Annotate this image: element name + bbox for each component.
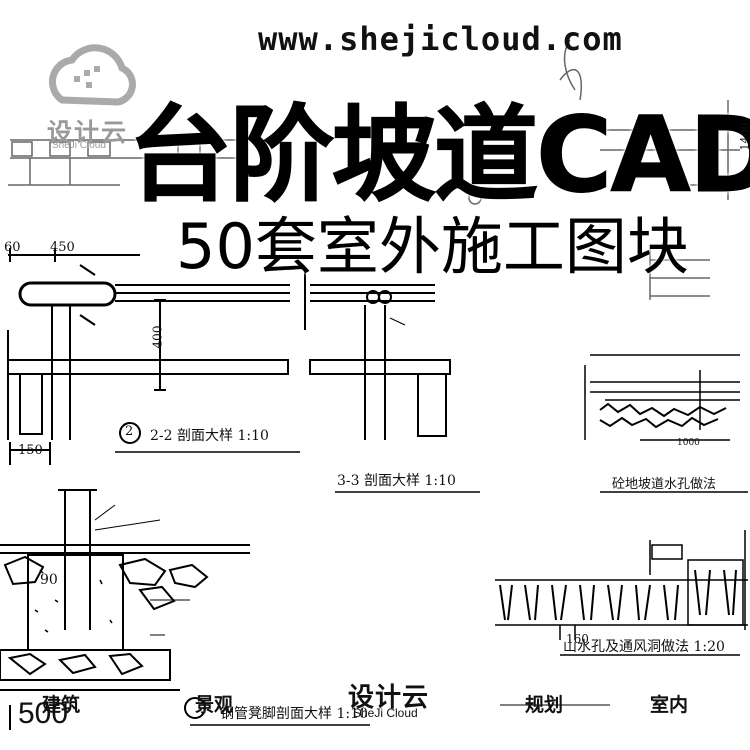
bench-section-2-2 <box>7 248 300 465</box>
dimension-label: 160 <box>566 632 589 646</box>
page-title: 台阶坡道CAD <box>128 94 750 217</box>
dimension-label: 90 <box>40 572 58 588</box>
tag-planning: 规划 <box>525 694 564 716</box>
detail-caption: 砼地坡道水孔做法 <box>612 477 717 492</box>
vent-detail <box>495 530 748 706</box>
top-elevation-drawing <box>8 39 740 300</box>
dimension-label: 150 <box>18 443 43 458</box>
bench-section-3-3 <box>304 270 480 493</box>
logo-text: 设计云 <box>47 118 129 147</box>
dimension-label: 1400 <box>738 122 750 151</box>
tag-landscape: 景观 <box>195 694 234 716</box>
footer-brand: 设计云 <box>348 683 430 713</box>
logo-subtext: SheJi Cloud <box>52 140 106 151</box>
detail-caption: 钢管凳脚剖面大样 1:10 <box>220 706 368 722</box>
tag-interior: 室内 <box>650 694 689 716</box>
dimension-label: 1000 <box>677 438 700 448</box>
tag-architecture: 建筑 <box>42 694 81 716</box>
dimension-label: 60 <box>4 240 21 255</box>
dimension-label: 400 <box>150 325 165 349</box>
pipe-footing-section <box>0 489 370 730</box>
dimension-label: 450 <box>50 240 75 255</box>
drain-detail <box>584 354 748 493</box>
dimension-label: 500 <box>18 697 69 730</box>
footer-brand-sub: SheJi Cloud <box>353 706 418 720</box>
site-url: www.shejicloud.com <box>258 20 623 58</box>
page-subtitle: 50套室外施工图块 <box>176 210 689 283</box>
vent-caption: 山水孔及通风洞做法 1:20 <box>563 639 725 655</box>
section-caption: 3-3 剖面大样 1:10 <box>337 473 456 489</box>
section-number: 2 <box>125 424 134 439</box>
section-caption: 2-2 剖面大样 1:10 <box>150 428 269 444</box>
cloud-logo-icon <box>49 44 136 106</box>
